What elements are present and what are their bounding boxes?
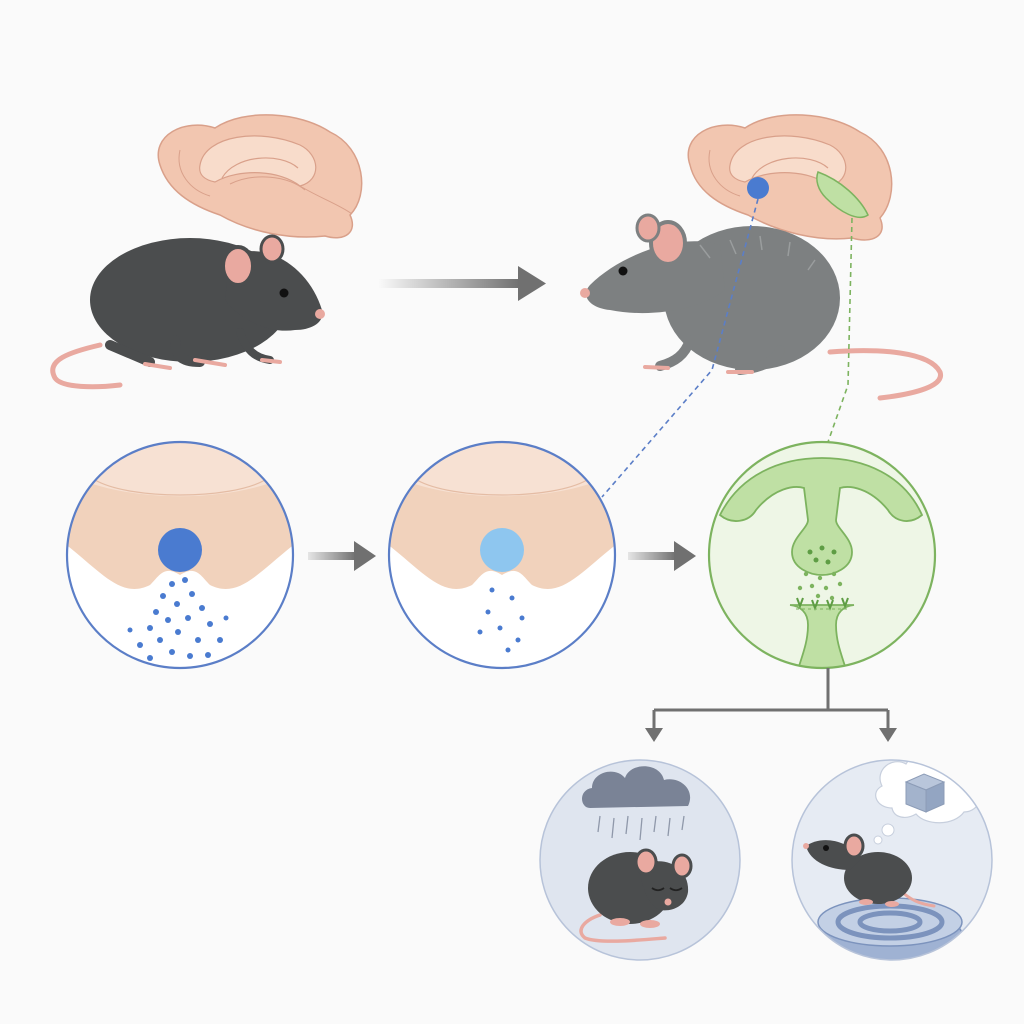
mouse-icon: [580, 213, 943, 401]
mouse-icon: [579, 848, 693, 943]
mouse-dark-left: [50, 234, 325, 390]
arrow-top-transition: [378, 266, 546, 301]
maze-icon: [817, 897, 963, 960]
connector-green-dashed: [827, 217, 853, 443]
zoom-circle-low-release: [387, 440, 617, 670]
highlight-region-blue: [747, 177, 769, 199]
arrow-middle-2: [628, 541, 696, 571]
zoom-circle-high-release: [65, 440, 295, 670]
branch-arrows: [645, 668, 897, 742]
brain-sagittal-icon: [157, 114, 363, 239]
release-particles-dense: [127, 577, 229, 661]
mouse-icon: [803, 833, 936, 908]
brain-sagittal-icon: [687, 114, 893, 241]
zoom-circle-synapse: [707, 440, 937, 670]
release-particles-sparse: [477, 587, 525, 653]
outcome-panel-low-mood: [539, 759, 741, 961]
synapse-icon: [718, 457, 924, 668]
brain-left: [157, 114, 363, 239]
cube-icon: [904, 773, 946, 813]
brain-right: [687, 114, 893, 241]
connector-blue-dashed: [601, 198, 759, 498]
mouse-gray-right: [580, 213, 943, 401]
storm-cloud-icon: [582, 766, 691, 841]
arrow-middle-1: [308, 541, 376, 571]
outcome-panel-memory: [791, 759, 993, 961]
mouse-icon: [50, 234, 325, 390]
